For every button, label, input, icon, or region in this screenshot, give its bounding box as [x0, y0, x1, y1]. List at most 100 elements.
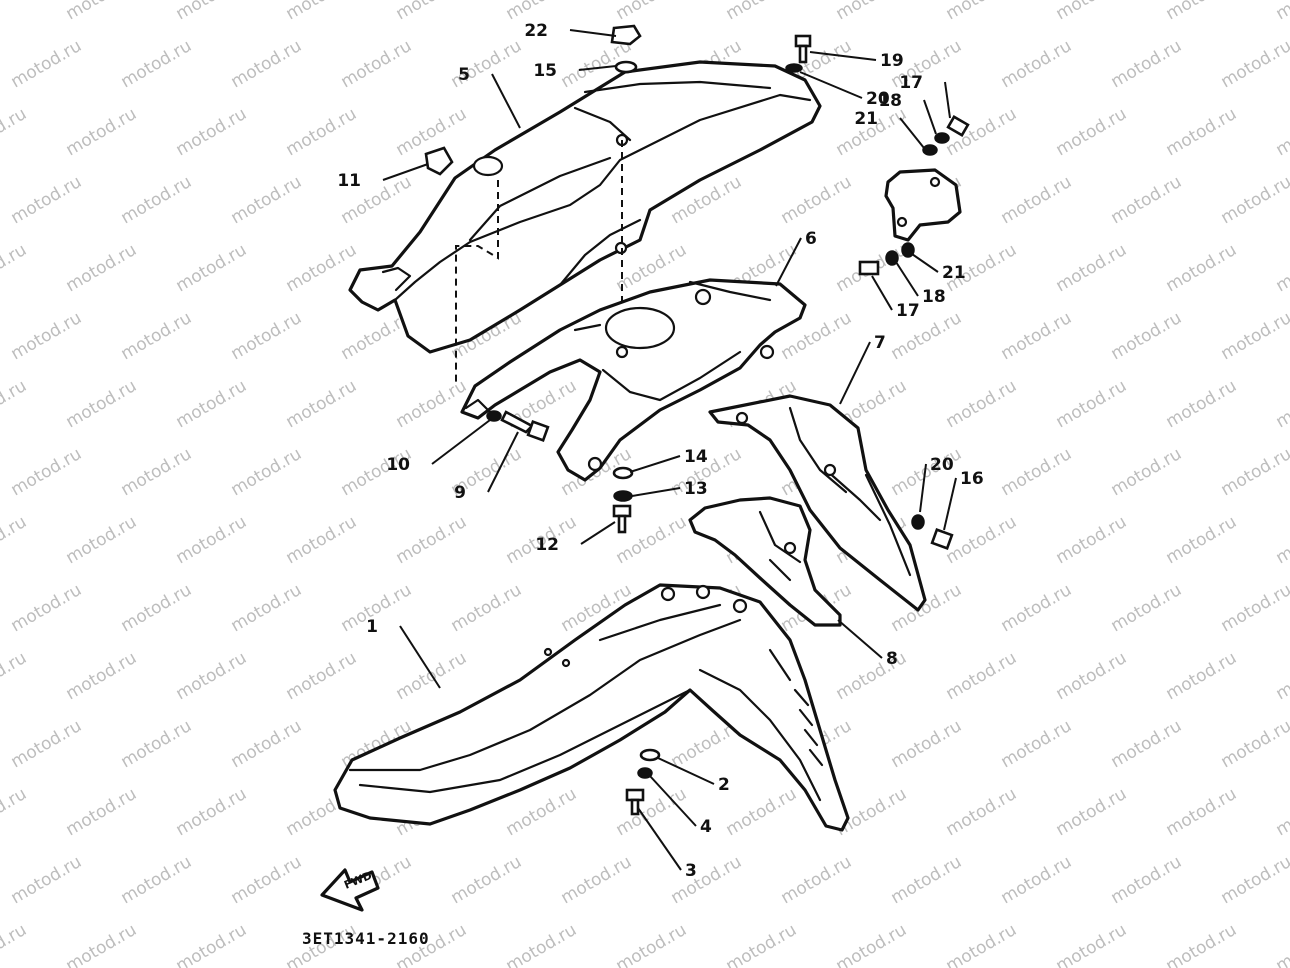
watermark-text: motod.ru [1163, 648, 1241, 704]
leader-line [431, 419, 491, 465]
leader-line [487, 431, 519, 493]
callout-label: 18 [878, 91, 902, 111]
watermark-text: motod.ru [1053, 376, 1131, 432]
watermark-text: motod.ru [1273, 920, 1290, 968]
callout-label: 9 [454, 483, 466, 503]
watermark-text: motod.ru [63, 512, 141, 568]
leader-line [871, 275, 893, 311]
watermark-text: motod.ru [0, 648, 30, 704]
watermark-text: motod.ru [173, 104, 251, 160]
watermark-text: motod.ru [1053, 648, 1131, 704]
watermark-text: motod.ru [613, 920, 691, 968]
watermark-text: motod.ru [283, 0, 361, 24]
watermark-text: motod.ru [283, 376, 361, 432]
watermark-text: motod.ru [228, 716, 306, 772]
watermark-text: motod.ru [1108, 852, 1186, 908]
watermark-text: motod.ru [1163, 512, 1241, 568]
watermark-text: motod.ru [118, 444, 196, 500]
watermark-text: motod.ru [1108, 172, 1186, 228]
watermark-text: motod.ru [943, 648, 1021, 704]
watermark-text: motod.ru [1163, 0, 1241, 24]
callout-label: 20 [930, 455, 954, 475]
leader-line [923, 99, 937, 135]
watermark-text: motod.ru [228, 172, 306, 228]
watermark-text: motod.ru [1108, 580, 1186, 636]
watermark-text: motod.ru [943, 512, 1021, 568]
watermark-text: motod.ru [1053, 240, 1131, 296]
watermark-text: motod.ru [393, 512, 471, 568]
watermark-text: motod.ru [8, 444, 86, 500]
watermark-text: motod.ru [1163, 104, 1241, 160]
leader-line [629, 455, 681, 473]
watermark-text: motod.ru [888, 716, 966, 772]
watermark-text: motod.ru [1273, 240, 1290, 296]
watermark-text: motod.ru [118, 716, 196, 772]
leader-line [775, 237, 802, 287]
watermark-text: motod.ru [228, 444, 306, 500]
watermark-text: motod.ru [118, 308, 196, 364]
watermark-text: motod.ru [228, 36, 306, 92]
watermark-text: motod.ru [8, 36, 86, 92]
watermark-text: motod.ru [998, 308, 1076, 364]
watermark-text: motod.ru [1053, 784, 1131, 840]
watermark-text: motod.ru [1218, 852, 1290, 908]
watermark-text: motod.ru [503, 920, 581, 968]
callout-label: 2 [718, 775, 730, 795]
watermark-text: motod.ru [1218, 36, 1290, 92]
callout-label: 8 [886, 649, 898, 669]
watermark-text: motod.ru [283, 240, 361, 296]
watermark-text: motod.ru [1053, 0, 1131, 24]
watermark-text: motod.ru [723, 920, 801, 968]
watermark-text: motod.ru [723, 0, 801, 24]
watermark-text: motod.ru [998, 852, 1076, 908]
leader-line [491, 73, 521, 129]
watermark-text: motod.ru [63, 784, 141, 840]
watermark-text: motod.ru [118, 580, 196, 636]
watermark-text: motod.ru [173, 648, 251, 704]
watermark-text: motod.ru [173, 240, 251, 296]
watermark-text: motod.ru [1053, 104, 1131, 160]
leader-line [895, 261, 919, 297]
callout-label: 3 [685, 861, 697, 881]
watermark-text: motod.ru [63, 104, 141, 160]
part-7-cover [708, 394, 927, 612]
watermark-text: motod.ru [0, 0, 30, 24]
callout-label: 17 [899, 73, 923, 93]
watermark-text: motod.ru [943, 376, 1021, 432]
watermark-text: motod.ru [63, 648, 141, 704]
watermark-text: motod.ru [228, 852, 306, 908]
watermark-text: motod.ru [723, 784, 801, 840]
watermark-text: motod.ru [888, 852, 966, 908]
callout-label: 18 [922, 287, 946, 307]
watermark-text: motod.ru [283, 104, 361, 160]
watermark-text: motod.ru [63, 240, 141, 296]
watermark-text: motod.ru [8, 580, 86, 636]
watermark-text: motod.ru [173, 920, 251, 968]
watermark-text: motod.ru [1218, 444, 1290, 500]
callout-label: 19 [880, 51, 904, 71]
watermark-text: motod.ru [998, 444, 1076, 500]
watermark-text: motod.ru [1053, 920, 1131, 968]
callout-label: 5 [458, 65, 470, 85]
watermark-text: motod.ru [1163, 920, 1241, 968]
watermark-text: motod.ru [943, 920, 1021, 968]
callout-label: 13 [684, 479, 708, 499]
watermark-text: motod.ru [63, 376, 141, 432]
watermark-text: motod.ru [943, 0, 1021, 24]
watermark-text: motod.ru [1163, 376, 1241, 432]
watermark-text: motod.ru [173, 376, 251, 432]
leader-line [631, 487, 681, 497]
watermark-text: motod.ru [448, 852, 526, 908]
watermark-text: motod.ru [118, 172, 196, 228]
watermark-text: motod.ru [228, 580, 306, 636]
watermark-text: motod.ru [613, 0, 691, 24]
leader-line [649, 775, 697, 827]
leader-line [911, 253, 939, 273]
callout-label: 6 [805, 229, 817, 249]
watermark-text: motod.ru [283, 512, 361, 568]
watermark-text: motod.ru [1218, 308, 1290, 364]
watermark-text: motod.ru [63, 0, 141, 24]
watermark-text: motod.ru [393, 376, 471, 432]
